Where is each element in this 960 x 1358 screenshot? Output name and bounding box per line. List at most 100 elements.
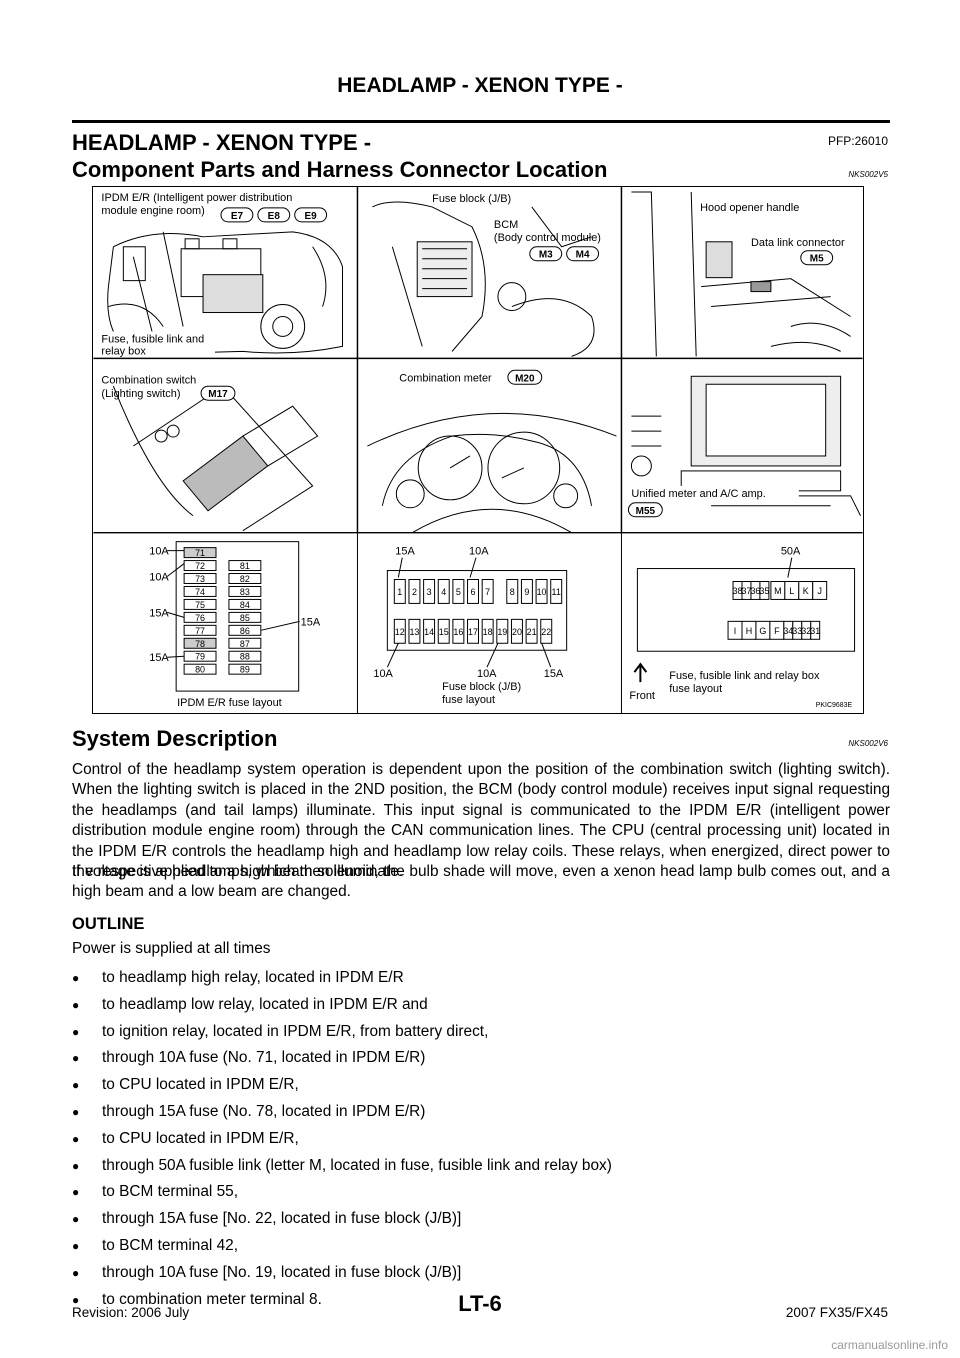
component-parts-code: NKS002V5: [848, 170, 888, 179]
jb-fuse-9-box: [520, 579, 533, 604]
jb-fuse-5-box: [452, 579, 465, 604]
unified-meter-illustration: [630, 375, 861, 516]
relay-H-label: H: [746, 626, 752, 636]
bcm-label-1: BCM: [494, 219, 518, 231]
ipdm-fuse-72-label: 72: [195, 561, 205, 571]
jb-fuse-3-box: [423, 579, 436, 604]
ipdm-fuse-81-label: 81: [240, 561, 250, 571]
jb-fuse-18-label: 18: [483, 627, 493, 637]
ipdm-fuse-76-label: 76: [195, 613, 205, 623]
outline-item: ●through 15A fuse [No. 22, located in fu…: [72, 1209, 890, 1236]
combination-meter-illustration: [367, 412, 617, 534]
jb-fuse-4-box: [437, 579, 450, 604]
jb-fuse-10-label: 10: [537, 587, 547, 597]
jb-fuse-6-label: 6: [471, 587, 476, 597]
jb-layout-label-1: Fuse block (J/B): [442, 681, 521, 693]
tag-e8: E8: [268, 211, 281, 222]
relay-32-label: 32: [801, 626, 811, 636]
outline-item-text: to CPU located in IPDM E/R,: [102, 1129, 299, 1147]
data-link-label: Data link connector: [751, 237, 845, 249]
comb-meter-label: Combination meter: [399, 372, 492, 384]
outline-item: ● to CPU located in IPDM E/R,: [72, 1129, 890, 1156]
bullet-icon: ●: [72, 1158, 80, 1173]
outline-item: ●to headlamp low relay, located in IPDM …: [72, 995, 890, 1022]
relay-M-label: M: [774, 586, 781, 596]
bullet-icon: ●: [72, 1238, 80, 1253]
outline-heading: OUTLINE: [72, 915, 145, 933]
jb-fuse-11-box: [550, 579, 563, 604]
outline-item: ●through 10A fuse (No. 71, located in IP…: [72, 1048, 890, 1075]
jb-amp-bottom-1: 10A: [373, 668, 393, 680]
jb-amp-top-1: 15A: [395, 546, 415, 558]
watermark: carmanualsonline.info: [831, 1338, 948, 1352]
jb-fuse-5-label: 5: [456, 587, 461, 597]
bcm-label-2: (Body control module): [494, 232, 601, 244]
page-number: LT-6: [458, 1291, 502, 1316]
ipdm-fuse-78-label: 78: [195, 639, 205, 649]
bullet-icon: ●: [72, 1185, 80, 1200]
connector-tags-m3-m4: M3 M4: [529, 246, 600, 262]
relay-31-label: 31: [810, 626, 820, 636]
ipdm-layout-label: IPDM E/R fuse layout: [177, 697, 282, 709]
tag-m55: M55: [636, 506, 656, 517]
ipdm-fuse-89-box: [228, 663, 262, 675]
jb-fuse-21-label: 21: [527, 627, 537, 637]
outline-item: ●to BCM terminal 42,: [72, 1236, 890, 1263]
bullet-icon: ●: [72, 1078, 80, 1093]
comb-switch-label-1: Combination switch: [101, 374, 196, 386]
model: 2007 FX35/FX45: [785, 1305, 888, 1320]
outline-item-text: to headlamp high relay, located in IPDM …: [102, 969, 404, 986]
relay-J-box: [812, 581, 828, 600]
system-description-heading: System Description: [72, 726, 278, 751]
ipdm-amp-5: 15A: [301, 616, 321, 628]
ipdm-label-1: IPDM E/R (Intelligent power distribution: [101, 192, 292, 204]
ipdm-fuse-73-label: 73: [195, 574, 205, 584]
jb-fuse-22-label: 22: [541, 627, 551, 637]
ipdm-fuse-86-box: [228, 624, 262, 636]
jb-fuse-17-box: [467, 618, 479, 644]
ipdm-fuse-71-box: [183, 547, 217, 559]
outline-item: ●to ignition relay, located in IPDM E/R,…: [72, 1022, 890, 1049]
bullet-icon: ●: [72, 1265, 80, 1280]
front-label: Front: [629, 690, 655, 702]
connector-tags-e7-e9: E7 E8 E9: [220, 207, 328, 223]
jb-fuse-20-label: 20: [512, 627, 522, 637]
relay-36-label: 36: [750, 586, 760, 596]
ipdm-fuse-79-label: 79: [195, 652, 205, 662]
outline-item-text: through 10A fuse (No. 71, located in IPD…: [102, 1049, 426, 1067]
relay-35-box: [759, 581, 770, 600]
outline-item: ●through 50A fusible link (letter M, loc…: [72, 1156, 890, 1183]
ipdm-amp-4: 15A: [149, 652, 169, 664]
outline-intro: Power is supplied at all times: [72, 940, 271, 957]
fuse-link-label-1: Fuse, fusible link and: [101, 333, 204, 345]
ipdm-fuse-87-label: 87: [240, 639, 250, 649]
ipdm-fuse-75-box: [183, 598, 217, 610]
tag-m20: M20: [515, 373, 535, 384]
tag-m3: M3: [539, 250, 553, 261]
ipdm-fuse-80-box: [183, 663, 217, 675]
jb-amp-bottom-3: 15A: [544, 668, 564, 680]
bullet-icon: ●: [72, 1131, 80, 1146]
jb-fuse-7-box: [481, 579, 494, 604]
ipdm-fuse-88-box: [228, 650, 262, 662]
jb-fuse-22-box: [540, 618, 553, 644]
jb-fuse-21-box: [525, 618, 538, 644]
ipdm-fuse-79-box: [183, 650, 217, 662]
bullet-icon: ●: [72, 997, 80, 1012]
ipdm-fuse-82-box: [228, 573, 262, 584]
header-rule: [72, 120, 890, 123]
figure-id: PKIC9683E: [816, 702, 853, 709]
tag-m17: M17: [208, 389, 228, 400]
outline-item-text: through 15A fuse (No. 78, located in IPD…: [102, 1102, 426, 1120]
outline-item: ●to combination meter terminal 8.: [72, 1290, 890, 1317]
ipdm-fuse-83-label: 83: [240, 587, 250, 597]
ipdm-fuse-89-label: 89: [240, 665, 250, 675]
relay-J-label: J: [817, 586, 821, 596]
jb-fuse-3-label: 3: [427, 587, 432, 597]
jb-fuse-10-box: [535, 579, 548, 604]
relay-G-label: G: [759, 626, 766, 636]
